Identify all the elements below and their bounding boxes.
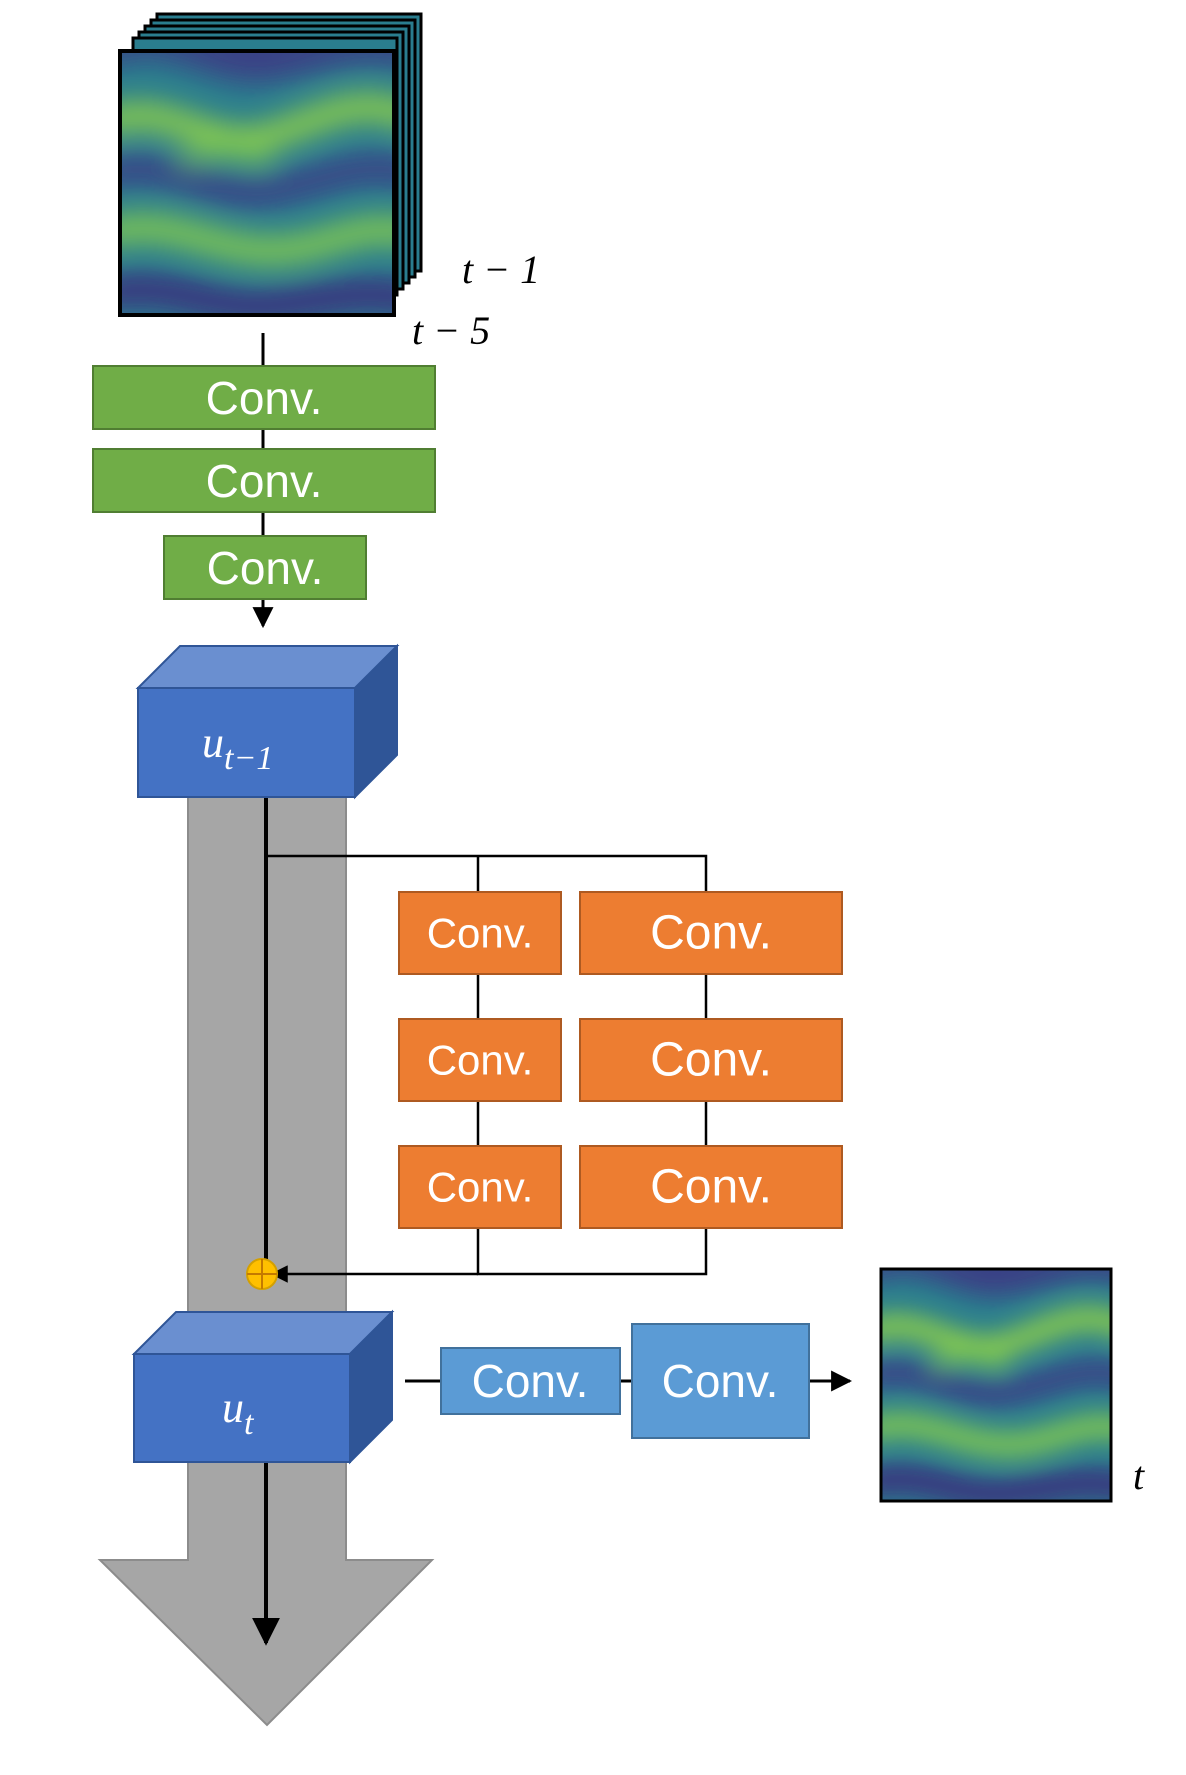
input-frame-front <box>118 49 396 317</box>
svg-text:Conv.: Conv. <box>207 542 324 594</box>
hidden-state-next-box: ut <box>131 1309 395 1465</box>
output-frame <box>879 1267 1113 1503</box>
hidden-next-subscript: t <box>244 1405 255 1442</box>
svg-text:ut−1: ut−1 <box>202 718 273 777</box>
hidden-next-symbol: u <box>222 1383 244 1432</box>
output-label-t: t <box>1133 1453 1145 1498</box>
decoder-conv-2: Conv. <box>631 1323 810 1439</box>
input-frame-stack <box>118 12 423 317</box>
update-conv-left-2: Conv. <box>398 1018 562 1102</box>
input-label-t-minus-5: t − 5 <box>412 308 490 353</box>
svg-text:Conv.: Conv. <box>650 907 772 960</box>
svg-text:Conv.: Conv. <box>662 1355 779 1407</box>
svg-text:ut: ut <box>222 1383 255 1442</box>
svg-text:Conv.: Conv. <box>427 910 534 957</box>
svg-text:Conv.: Conv. <box>206 455 323 507</box>
update-conv-right-2: Conv. <box>579 1018 843 1102</box>
update-conv-right-1: Conv. <box>579 891 843 975</box>
hidden-prev-subscript: t−1 <box>224 740 273 777</box>
input-label-t-minus-1: t − 1 <box>462 247 540 292</box>
decoder-conv-1: Conv. <box>440 1347 621 1415</box>
svg-text:Conv.: Conv. <box>650 1034 772 1087</box>
svg-text:Conv.: Conv. <box>427 1037 534 1084</box>
svg-text:Conv.: Conv. <box>650 1161 772 1214</box>
encoder-conv-3: Conv. <box>163 535 367 600</box>
encoder-conv-2: Conv. <box>92 448 436 513</box>
hidden-prev-symbol: u <box>202 718 224 767</box>
update-conv-left-1: Conv. <box>398 891 562 975</box>
svg-text:Conv.: Conv. <box>206 372 323 424</box>
hidden-state-prev-box: ut−1 <box>135 643 400 800</box>
svg-text:Conv.: Conv. <box>427 1164 534 1211</box>
update-branch-lines <box>266 854 708 1283</box>
update-conv-right-3: Conv. <box>579 1145 843 1229</box>
encoder-conv-1: Conv. <box>92 365 436 430</box>
update-conv-left-3: Conv. <box>398 1145 562 1229</box>
circled-plus-icon <box>246 1258 278 1290</box>
svg-text:Conv.: Conv. <box>472 1355 589 1407</box>
